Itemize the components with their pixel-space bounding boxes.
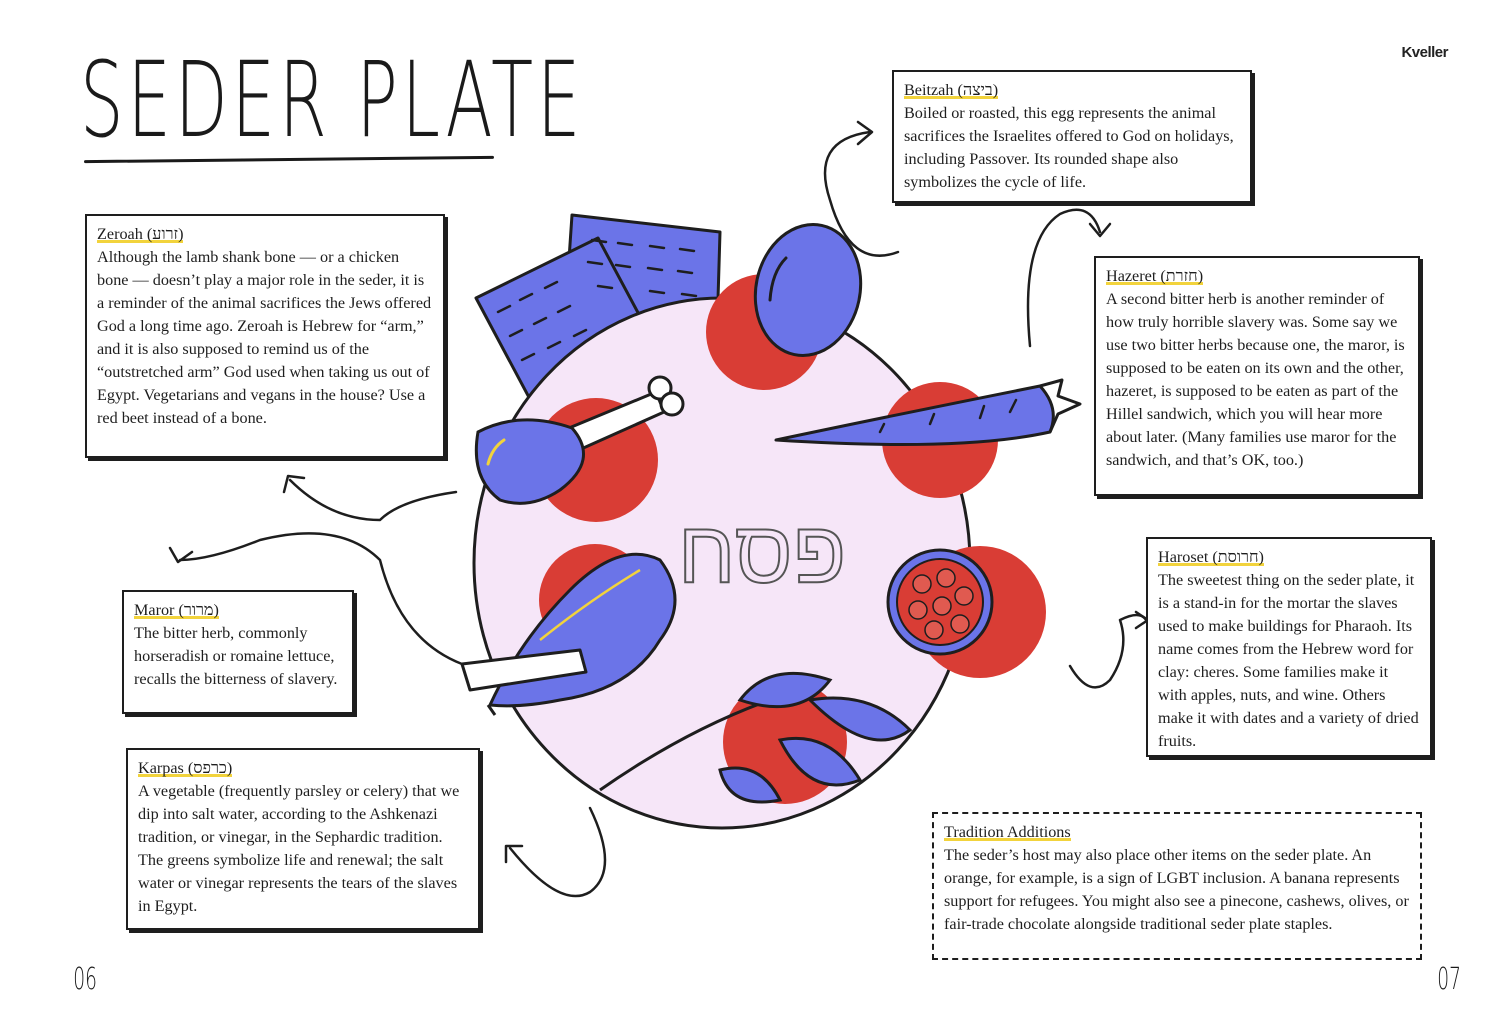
arrow-haroset — [1068, 613, 1148, 689]
zeroah-box: Zeroah (זרוע) Although the lamb shank bo… — [85, 214, 445, 458]
zeroah-title: Zeroah (זרוע) — [97, 223, 184, 245]
haroset-bowl-icon — [886, 548, 994, 656]
tradition-additions-body: The seder’s host may also place other it… — [944, 846, 1409, 933]
arrow-head-maror — [168, 546, 194, 564]
karpas-box: Karpas (כרפס) A vegetable (frequently pa… — [126, 748, 480, 930]
plate-hebrew-text: פסח — [678, 500, 846, 603]
haroset-title: Haroset (חרוסת) — [1158, 546, 1264, 568]
hazeret-title: Hazeret (חזרת) — [1106, 265, 1204, 287]
connector-arrows — [168, 120, 1150, 898]
lettuce-icon — [460, 552, 677, 716]
maror-body: The bitter herb, commonly horseradish or… — [134, 624, 338, 688]
hazeret-box: Hazeret (חזרת) A second bitter herb is a… — [1094, 256, 1420, 496]
page-number-right: 07 — [1437, 962, 1461, 997]
arrow-head-beitzah — [856, 120, 874, 146]
brand-logo: Kveller — [1401, 44, 1448, 61]
parsley-icon — [599, 671, 913, 804]
zeroah-body: Although the lamb shank bone — or a chic… — [97, 248, 432, 427]
arrow-maror — [178, 532, 464, 666]
arrow-hazeret — [1026, 208, 1102, 348]
tradition-additions-title: Tradition Additions — [944, 821, 1071, 843]
arrow-beitzah — [823, 130, 900, 257]
haroset-box: Haroset (חרוסת) The sweetest thing on th… — [1146, 537, 1432, 757]
arrow-karpas — [508, 806, 607, 898]
arrow-head-hazeret — [1088, 222, 1112, 238]
maror-box: Maror (מרור) The bitter herb, commonly h… — [122, 590, 354, 714]
haroset-body: The sweetest thing on the seder plate, i… — [1158, 571, 1419, 750]
shank-bone-icon — [474, 375, 685, 505]
karpas-title: Karpas (כרפס) — [138, 757, 233, 779]
horseradish-icon — [774, 378, 1082, 446]
arrow-zeroah — [288, 478, 458, 522]
page-number-left: 06 — [73, 962, 97, 997]
egg-icon — [753, 223, 863, 357]
karpas-body: A vegetable (frequently parsley or celer… — [138, 782, 460, 915]
page-title: SEDER PLATE — [80, 39, 585, 161]
tradition-additions-box: Tradition Additions The seder’s host may… — [932, 812, 1422, 960]
maror-title: Maror (מרור) — [134, 599, 219, 621]
hazeret-body: A second bitter herb is another reminder… — [1106, 290, 1405, 469]
beitzah-body: Boiled or roasted, this egg represents t… — [904, 104, 1234, 191]
beitzah-title: Beitzah (ביצה) — [904, 79, 999, 101]
arrow-head-karpas — [504, 844, 524, 864]
beitzah-box: Beitzah (ביצה) Boiled or roasted, this e… — [892, 70, 1252, 203]
arrow-head-zeroah — [282, 474, 306, 494]
